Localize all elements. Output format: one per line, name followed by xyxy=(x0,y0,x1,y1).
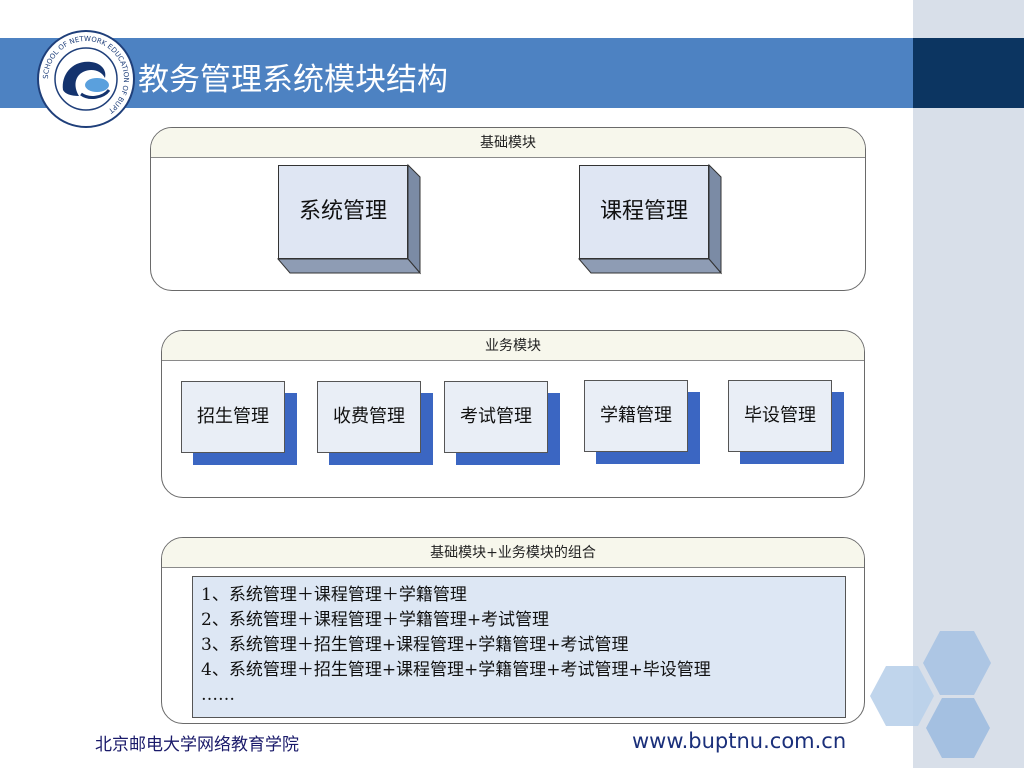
module-label: 收费管理 xyxy=(317,381,421,453)
combination-list: 1、系统管理＋课程管理＋学籍管理 2、系统管理＋课程管理＋学籍管理+考试管理 3… xyxy=(192,576,846,718)
business-modules-header: 业务模块 xyxy=(162,331,864,361)
basic-modules-header: 基础模块 xyxy=(151,128,865,158)
module-box-fees: 收费管理 xyxy=(317,381,433,465)
basic-modules-group: 基础模块 xyxy=(150,127,866,291)
list-item: 2、系统管理＋课程管理＋学籍管理+考试管理 xyxy=(201,610,550,630)
hexagon-shape xyxy=(923,631,991,695)
module-label: 系统管理 xyxy=(278,165,408,259)
module-label: 招生管理 xyxy=(181,381,285,453)
title-bar xyxy=(0,38,913,108)
footer-institution: 北京邮电大学网络教育学院 xyxy=(95,735,299,755)
module-label: 毕设管理 xyxy=(728,380,832,452)
list-item: 4、系统管理＋招生管理+课程管理+学籍管理+考试管理+毕设管理 xyxy=(201,660,711,680)
hexagon-shape xyxy=(870,666,934,726)
slide-title: 教务管理系统模块结构 xyxy=(138,62,448,98)
module-box-student-records: 学籍管理 xyxy=(584,380,700,464)
decorative-hexagons xyxy=(862,628,1012,768)
module-box-enrollment: 招生管理 xyxy=(181,381,297,465)
module-box-graduation-design: 毕设管理 xyxy=(728,380,844,464)
combination-header: 基础模块+业务模块的组合 xyxy=(162,538,864,568)
list-item: 1、系统管理＋课程管理＋学籍管理 xyxy=(201,585,467,605)
module-label: 学籍管理 xyxy=(584,380,688,452)
university-logo-icon: SCHOOL OF NETWORK EDUCATION OF BUPT xyxy=(37,30,135,128)
module-label: 课程管理 xyxy=(579,165,709,259)
module-box-course-management: 课程管理 xyxy=(577,163,723,275)
list-item: 3、系统管理＋招生管理+课程管理+学籍管理+考试管理 xyxy=(201,635,629,655)
module-label: 考试管理 xyxy=(444,381,548,453)
hexagon-shape xyxy=(926,698,990,758)
side-panel-top-block xyxy=(913,38,1024,108)
list-item: …… xyxy=(201,685,235,705)
footer-url[interactable]: www.buptnu.com.cn xyxy=(632,729,847,753)
module-box-system-management: 系统管理 xyxy=(276,163,422,275)
module-box-exams: 考试管理 xyxy=(444,381,560,465)
